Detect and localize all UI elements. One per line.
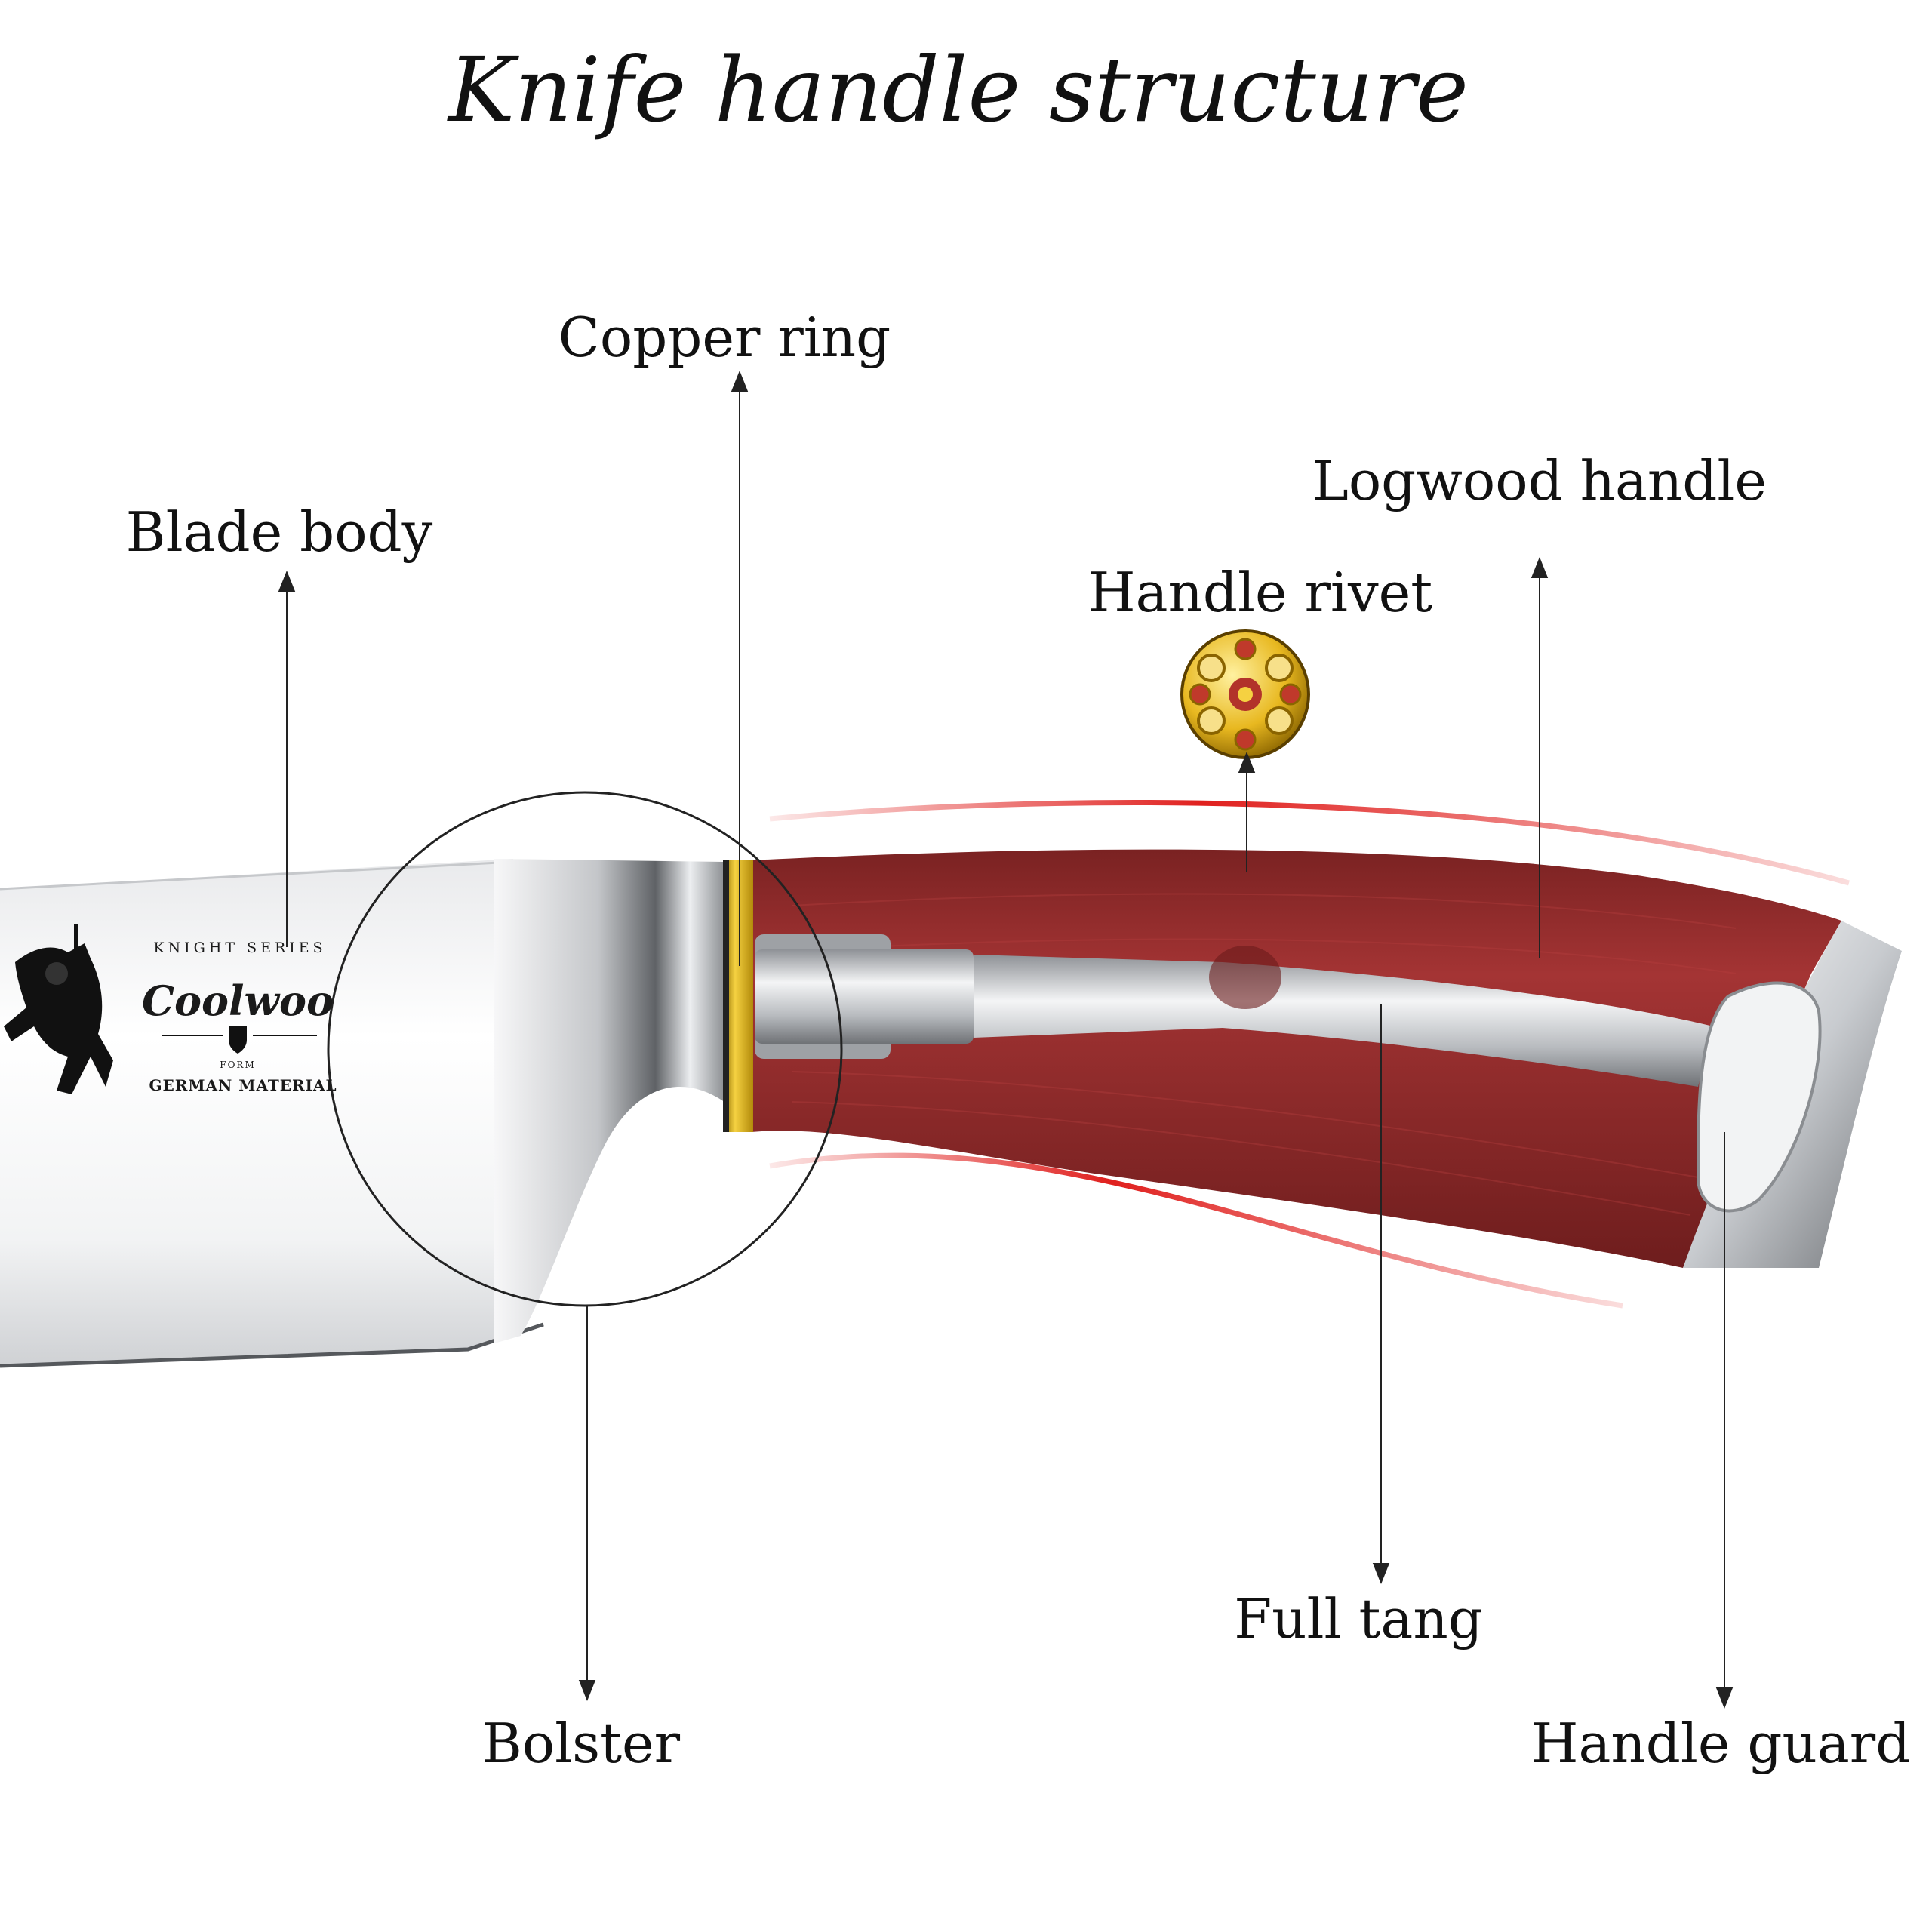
bolster-magnifier-circle [327, 791, 843, 1307]
full-tang-label: Full tang [1234, 1587, 1483, 1651]
lower-speed-line [769, 1152, 1623, 1309]
brand-logo: KNIGHT SERIES Coolwoo FORM GERMAN MATERI… [4, 924, 337, 1094]
logo-shield-icon [229, 1026, 247, 1054]
logwood-handle [751, 849, 1841, 1268]
bolster [494, 859, 724, 1343]
blade-body [0, 859, 513, 1366]
full-tang-rod [974, 955, 1713, 1087]
copper-ring-label: Copper ring [558, 306, 891, 369]
handle-guard-inner [1696, 981, 1822, 1213]
blade-body-label: Blade body [126, 500, 433, 564]
upper-speed-line [769, 800, 1850, 886]
bolster-highlight [550, 1129, 638, 1319]
blade-spine [0, 860, 514, 891]
rivet-hole [1209, 946, 1281, 1009]
logo-mark-text: FORM [220, 1060, 256, 1070]
bolster-label: Bolster [482, 1712, 681, 1775]
handle-guard-label: Handle guard [1531, 1712, 1911, 1775]
rivet-closeup-icon [1180, 629, 1310, 759]
tang-collar [755, 949, 974, 1044]
handle-rivet-label: Handle rivet [1088, 561, 1432, 624]
logo-brand-text: Coolwoo [142, 977, 334, 1025]
logo-material-text: GERMAN MATERIAL [149, 1076, 337, 1094]
wood-grain [792, 893, 1737, 1216]
logo-series-text: KNIGHT SERIES [153, 940, 326, 956]
copper-ring-edge [723, 860, 729, 1132]
diagram-title: Knife handle structure [447, 38, 1469, 142]
logwood-handle-label: Logwood handle [1312, 449, 1767, 512]
knight-horse-icon [4, 924, 113, 1094]
